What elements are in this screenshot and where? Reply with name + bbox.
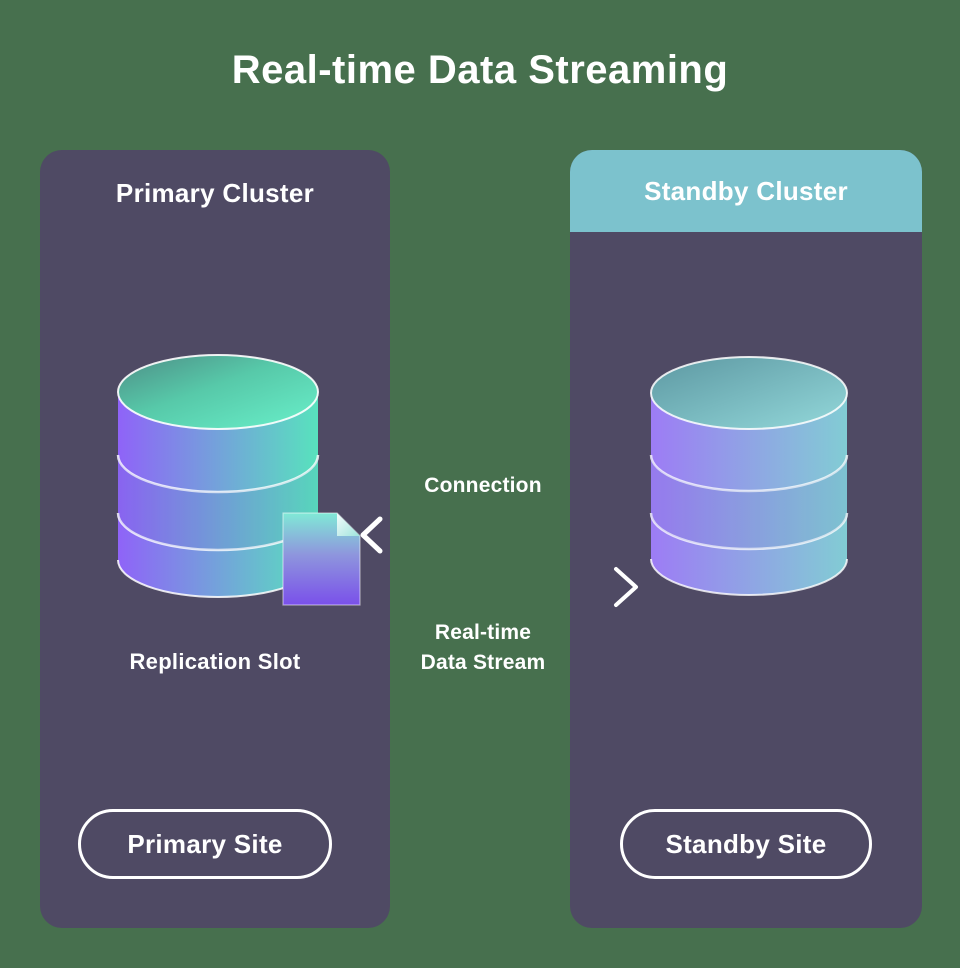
- primary-site-badge-label: Primary Site: [127, 828, 283, 859]
- data-stream-label-line2: Data Stream: [420, 651, 546, 674]
- replication-slot-label: Replication Slot: [129, 649, 301, 674]
- data-stream-label: Real-time Data Stream: [373, 618, 593, 678]
- standby-cluster-header: Standby Cluster: [570, 150, 922, 232]
- primary-database-icon: [116, 354, 320, 598]
- replication-document-icon: [282, 512, 361, 606]
- primary-site-badge: Primary Site: [78, 809, 332, 879]
- connection-label: Connection: [424, 474, 542, 497]
- standby-cluster-panel: Standby Cluster: [570, 150, 922, 928]
- connection-arrow-dashed: [360, 516, 642, 554]
- standby-cluster-title: Standby Cluster: [644, 175, 848, 206]
- standby-site-badge: Standby Site: [620, 809, 872, 879]
- data-stream-arrow: [366, 567, 638, 607]
- standby-database-icon: [649, 356, 849, 596]
- data-stream-label-line1: Real-time: [434, 621, 532, 644]
- standby-site-badge-label: Standby Site: [665, 828, 827, 859]
- connection-arrows: [360, 516, 642, 607]
- primary-cluster-title: Primary Cluster: [115, 178, 315, 208]
- diagram-title: Real-time Data Streaming: [231, 48, 729, 92]
